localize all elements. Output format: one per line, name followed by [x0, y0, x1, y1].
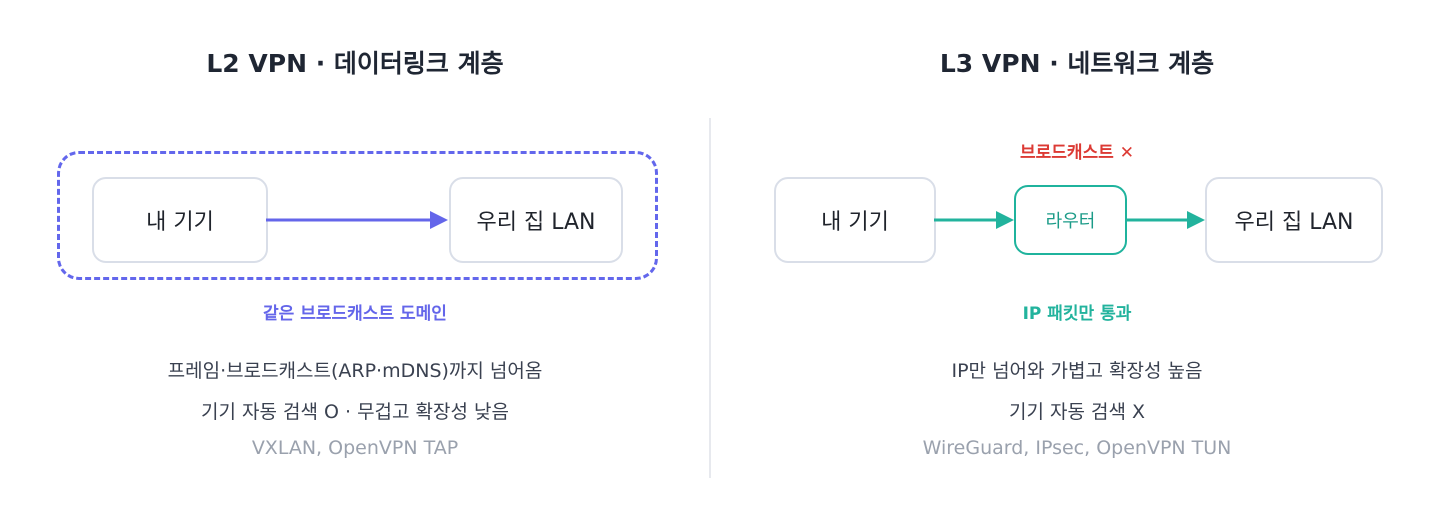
l2-home-lan-label: 우리 집 LAN — [476, 210, 596, 235]
l2-my-device-label: 내 기기 — [146, 210, 214, 235]
l3-router-label: 라우터 — [1045, 211, 1096, 232]
l3-home-lan-label: 우리 집 LAN — [1234, 210, 1354, 235]
l2-domain-caption: 같은 브로드캐스트 도메인 — [263, 304, 447, 324]
l2-link-arrow — [266, 211, 448, 229]
l3-home-lan-node: 우리 집 LAN — [1205, 177, 1383, 263]
l2-examples: VXLAN, OpenVPN TAP — [251, 437, 459, 459]
l2-desc-line2: 기기 자동 검색 O · 무겁고 확장성 낮음 — [201, 401, 509, 423]
l2-title: L2 VPN · 데이터링크 계층 — [206, 49, 504, 78]
panel-divider — [709, 118, 711, 478]
l3-link-arrow-1 — [934, 211, 1014, 229]
l3-broadcast-blocked-caption: 브로드캐스트 ✕ — [1019, 143, 1134, 163]
l3-my-device-node: 내 기기 — [774, 177, 936, 263]
l3-link-arrow-2 — [1125, 211, 1205, 229]
broadcast-domain-boundary — [57, 151, 658, 280]
l3-vpn-panel: L3 VPN · 네트워크 계층 브로드캐스트 ✕ 내 기기 라우터 우리 집 … — [722, 0, 1432, 508]
l3-my-device-label: 내 기기 — [821, 210, 889, 235]
l2-vpn-panel: L2 VPN · 데이터링크 계층 내 기기 우리 집 LAN 같은 브로드캐스… — [0, 0, 710, 508]
l3-desc-line1: IP만 넘어와 가볍고 확장성 높음 — [951, 360, 1203, 382]
l2-my-device-node: 내 기기 — [92, 177, 268, 263]
l3-packet-caption: IP 패킷만 통과 — [1022, 304, 1132, 324]
l2-desc-line1: 프레임·브로드캐스트(ARP·mDNS)까지 넘어옴 — [167, 360, 543, 382]
l3-desc-line2: 기기 자동 검색 X — [1008, 401, 1145, 423]
l2-home-lan-node: 우리 집 LAN — [449, 177, 623, 263]
l3-title: L3 VPN · 네트워크 계층 — [939, 49, 1215, 78]
l3-examples: WireGuard, IPsec, OpenVPN TUN — [922, 437, 1232, 459]
l3-router-node: 라우터 — [1014, 185, 1127, 255]
